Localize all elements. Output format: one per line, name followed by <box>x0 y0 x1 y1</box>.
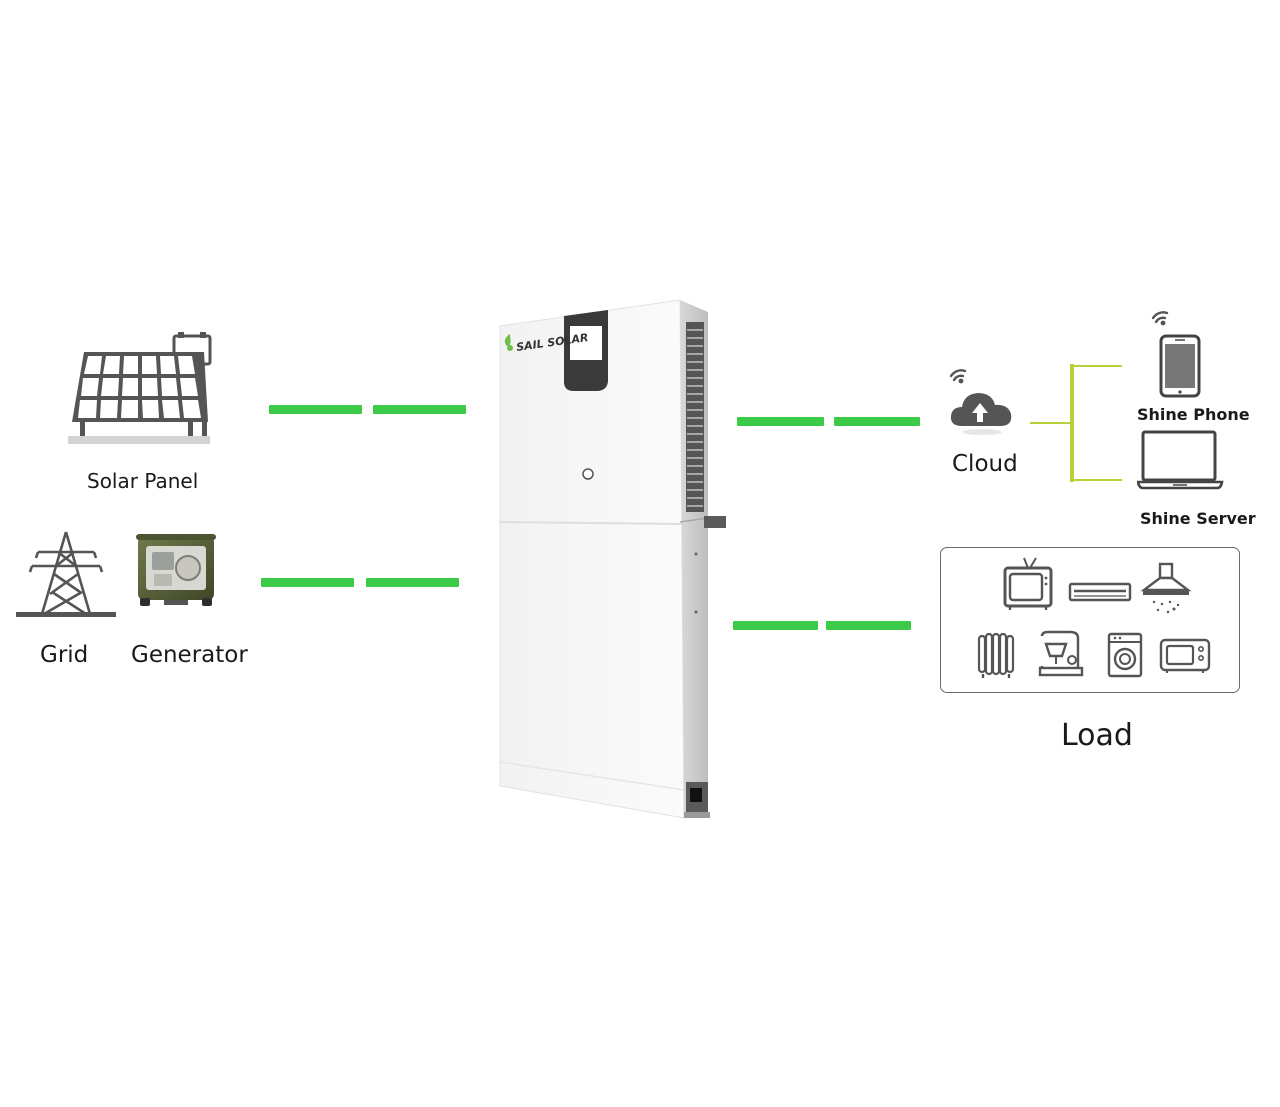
laptop-icon <box>1137 430 1225 492</box>
inverter-unit <box>490 296 740 830</box>
solar-panel-label: Solar Panel <box>87 469 199 493</box>
transmission-tower-icon <box>16 530 116 620</box>
load-label: Load <box>1061 718 1133 753</box>
cloud-label: Cloud <box>952 451 1018 477</box>
tv-icon <box>1002 556 1054 612</box>
range-hood-icon <box>1140 562 1192 616</box>
radiator-heater-icon <box>975 630 1017 680</box>
shine-phone-label: Shine Phone <box>1137 405 1250 424</box>
grid-connector-segment-2 <box>366 578 459 587</box>
network-bus-connector <box>1030 362 1130 490</box>
load-appliances-box <box>940 547 1240 693</box>
cloud-connector-segment-1 <box>737 417 824 426</box>
grid-connector-segment-1 <box>261 578 354 587</box>
cloud-upload-icon <box>948 386 1016 438</box>
air-conditioner-icon <box>1068 582 1132 604</box>
generator-icon <box>134 530 218 608</box>
microwave-icon <box>1159 638 1211 674</box>
solar-connector-segment-1 <box>269 405 362 414</box>
grid-label: Grid <box>40 642 89 668</box>
wifi-icon <box>948 366 970 386</box>
stand-mixer-icon <box>1038 630 1084 678</box>
cloud-connector-segment-2 <box>834 417 920 426</box>
solar-panel-icon <box>66 330 216 450</box>
solar-connector-segment-2 <box>373 405 466 414</box>
shine-server-label: Shine Server <box>1140 509 1256 528</box>
wifi-icon <box>1150 308 1172 328</box>
generator-label: Generator <box>131 642 248 668</box>
smartphone-icon <box>1159 334 1201 398</box>
load-connector-segment-2 <box>826 621 911 630</box>
load-connector-segment-1 <box>733 621 818 630</box>
washing-machine-icon <box>1107 632 1143 678</box>
